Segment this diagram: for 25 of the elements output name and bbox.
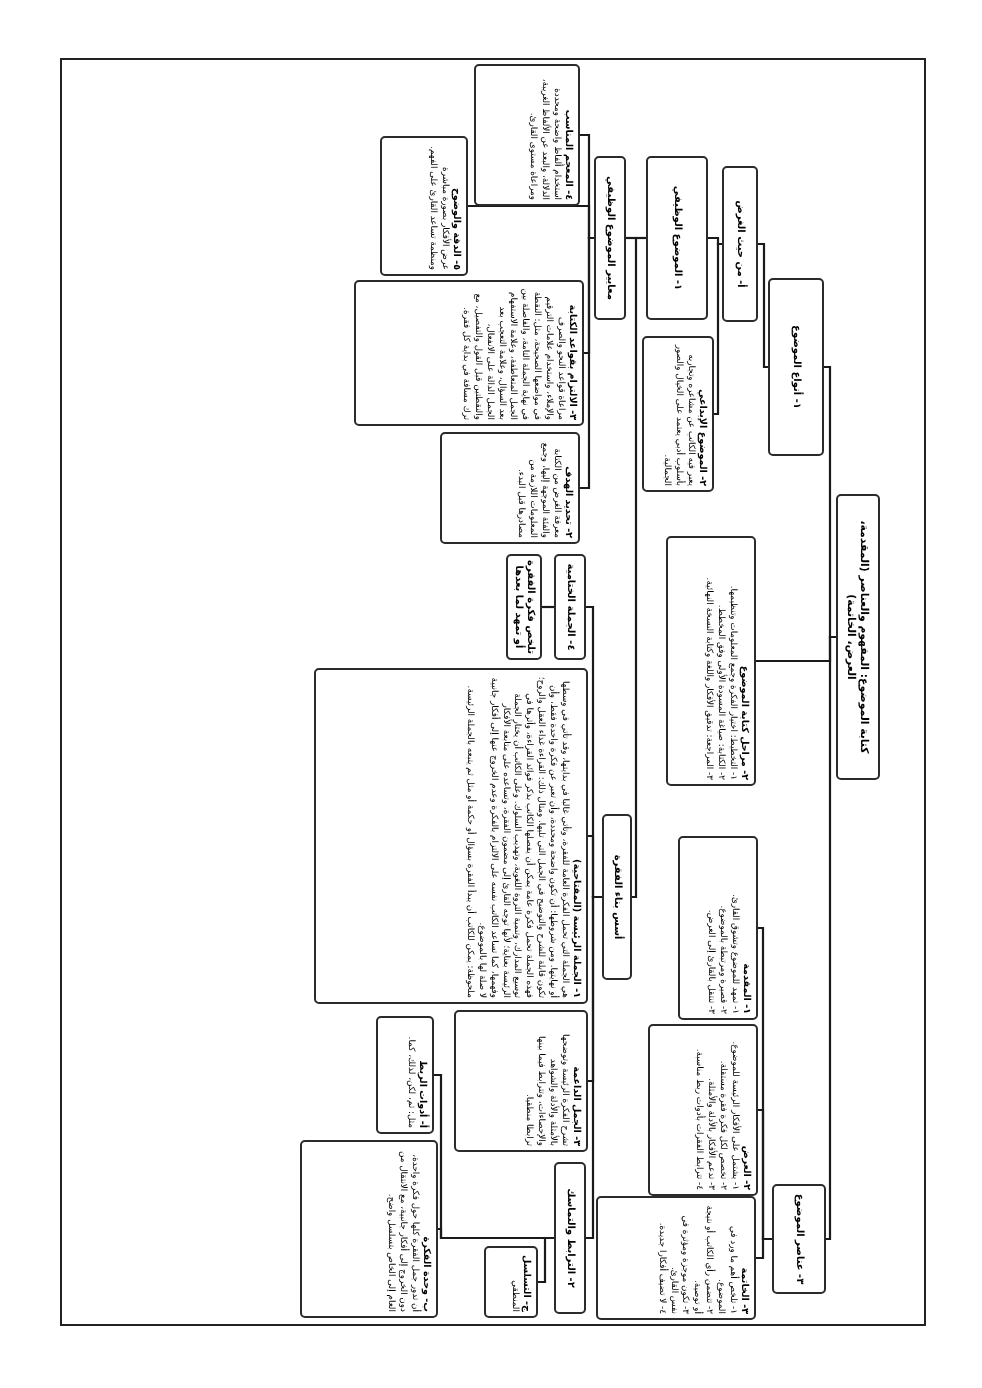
connector-line (708, 236, 722, 246)
connector-line (714, 242, 722, 416)
connector-line (542, 605, 554, 609)
note-box (300, 1140, 438, 1318)
note-box (642, 336, 714, 492)
connector-line (468, 204, 594, 240)
note-box (380, 136, 468, 276)
note-box (454, 1010, 588, 1152)
note-box (678, 836, 758, 1020)
connector-line (586, 895, 602, 1240)
connector-line (580, 236, 594, 490)
note-box (648, 1024, 758, 1196)
note-box (596, 1196, 756, 1320)
note-box (354, 280, 584, 426)
note-box (666, 536, 756, 786)
note-box (440, 432, 580, 544)
connector-line (825, 635, 837, 1241)
connector-line (824, 365, 836, 639)
note-box (474, 64, 580, 206)
note-box (484, 1246, 538, 1318)
note-box (376, 1016, 434, 1134)
connector-line (758, 242, 768, 369)
connector-line (756, 1237, 772, 1260)
note-box (314, 668, 588, 1004)
connector-line (538, 1236, 554, 1284)
